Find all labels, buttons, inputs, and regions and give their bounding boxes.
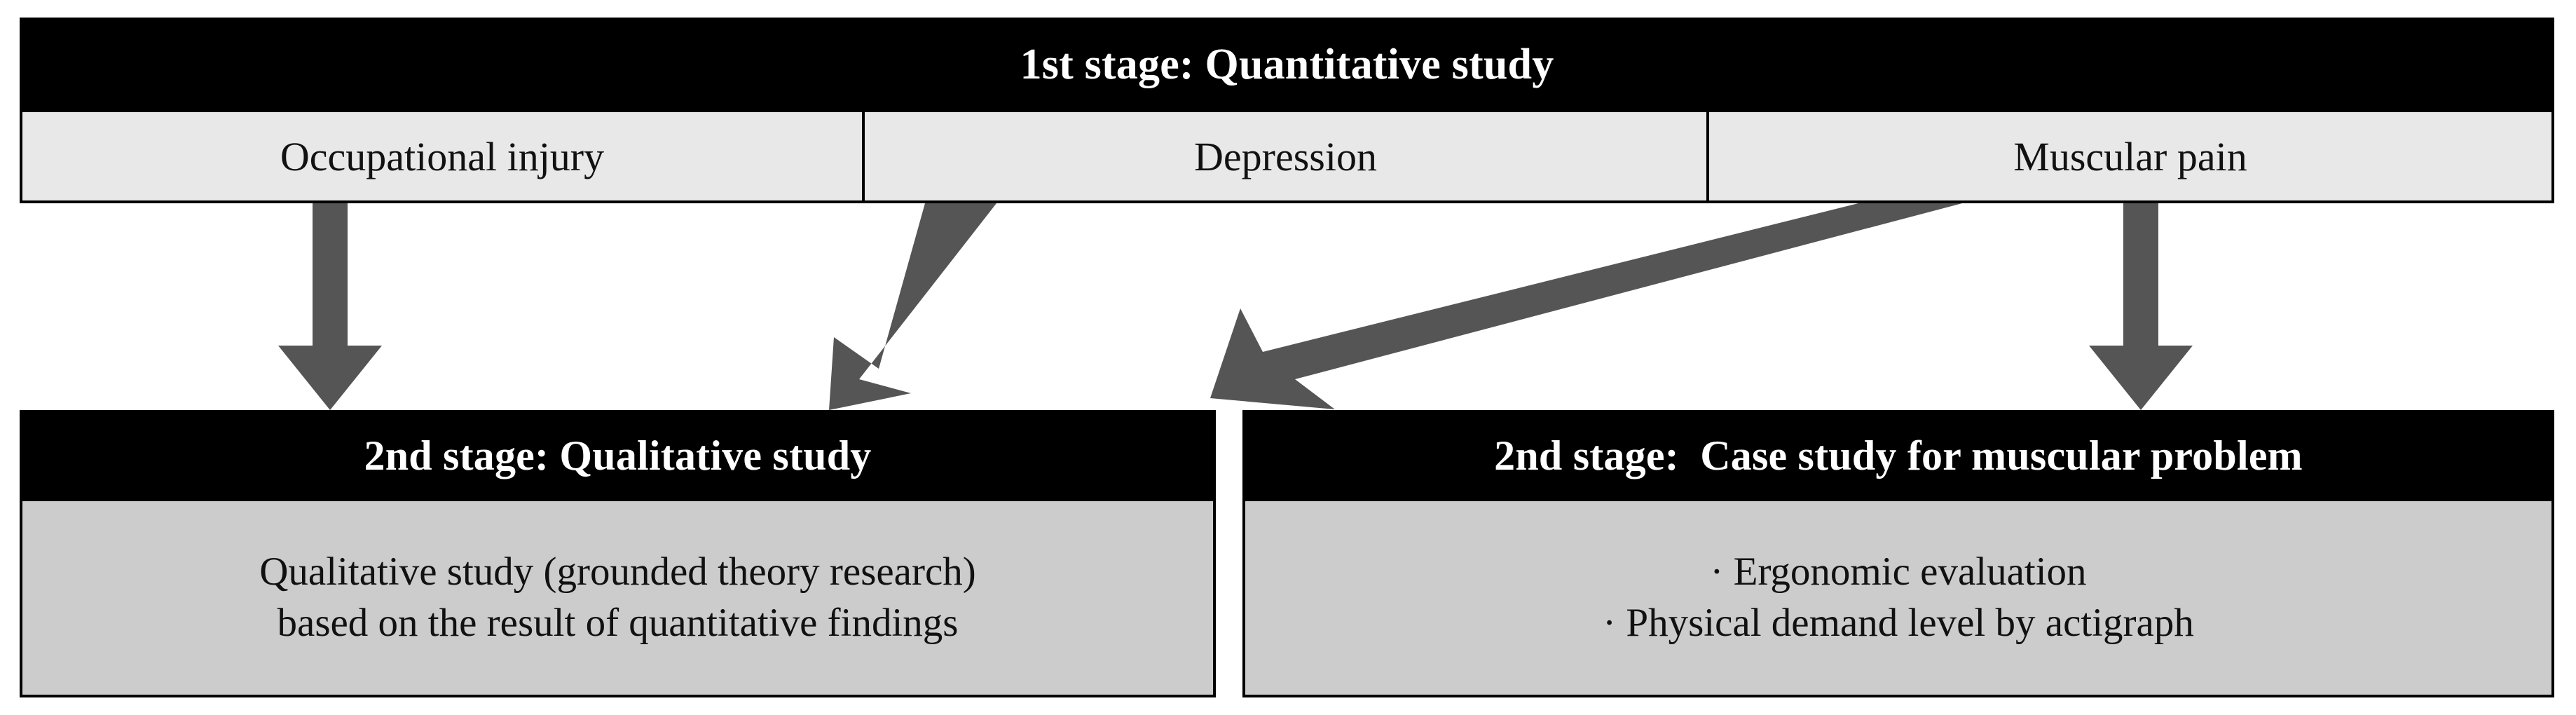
arrow-muscular-to-qualitative-icon bbox=[1210, 203, 1962, 409]
arrow-occupational-to-qualitative-icon bbox=[278, 203, 382, 410]
stage2-left-block: 2nd stage: Qualitative study Qualitative… bbox=[20, 410, 1216, 697]
stage1-cell-depression: Depression bbox=[865, 112, 1709, 200]
stage2-left-header: 2nd stage: Qualitative study bbox=[20, 410, 1216, 501]
stage1-block: 1st stage: Quantitative study Occupation… bbox=[20, 18, 2554, 203]
stage2-right-body: · Ergonomic evaluation · Physical demand… bbox=[1242, 501, 2554, 697]
stage2-right-line-2: · Physical demand level by actigraph bbox=[1603, 601, 2194, 645]
stage2-left-line-2: based on the result of quantitative find… bbox=[277, 601, 959, 645]
stage2-left-body: Qualitative study (grounded theory resea… bbox=[20, 501, 1216, 697]
stage2-left-line-1: Qualitative study (grounded theory resea… bbox=[259, 550, 976, 594]
arrow-muscular-to-case-study-icon bbox=[2089, 203, 2193, 410]
stage2-right-line-1: · Ergonomic evaluation bbox=[1710, 550, 2087, 594]
stage1-cell-muscular-pain: Muscular pain bbox=[2013, 133, 2247, 179]
stage2-right-block: 2nd stage: Case study for muscular probl… bbox=[1242, 410, 2554, 697]
arrow-layer bbox=[278, 203, 2193, 410]
stage1-domain-row: Occupational injury Depression Muscular … bbox=[20, 112, 2554, 203]
arrow-zone bbox=[0, 200, 2576, 414]
stage1-header: 1st stage: Quantitative study bbox=[20, 18, 2554, 112]
arrow-depression-to-qualitative-icon bbox=[829, 203, 996, 410]
stage1-cell-occupational-injury: Occupational injury bbox=[22, 112, 865, 200]
stage2-right-header: 2nd stage: Case study for muscular probl… bbox=[1242, 410, 2554, 501]
